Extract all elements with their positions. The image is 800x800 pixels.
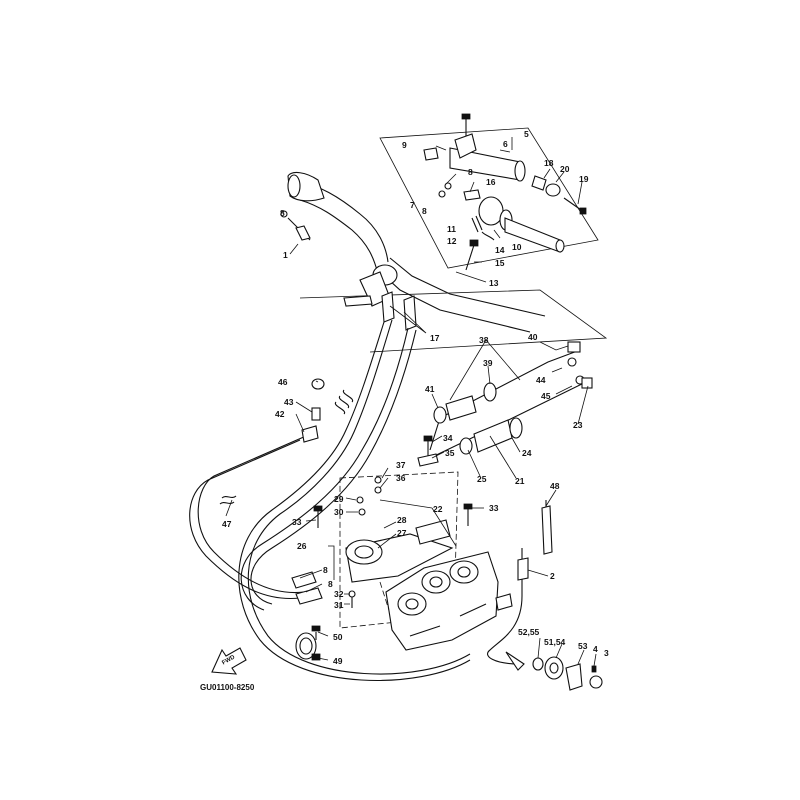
callout-49: 49 [333, 656, 343, 666]
callout-27: 27 [397, 528, 407, 538]
callout-36: 36 [396, 473, 406, 483]
handlebar-upper-assembly [379, 113, 599, 271]
carburetor-bracket-area [313, 435, 473, 629]
callout-10: 10 [512, 242, 522, 252]
callout-13: 13 [489, 278, 499, 288]
callout-31: 31 [334, 600, 344, 610]
handlebar [287, 171, 608, 353]
callout-12: 12 [447, 236, 457, 246]
callout-45: 45 [541, 391, 551, 401]
callout-19: 19 [579, 174, 589, 184]
callout-16: 16 [486, 177, 496, 187]
diagram-code: GU01100-8250 [200, 683, 255, 692]
callout-18: 18 [544, 158, 554, 168]
clamp [295, 625, 321, 661]
callout-20: 20 [560, 164, 570, 174]
callout-37: 37 [396, 460, 406, 470]
callout-28: 28 [397, 515, 407, 525]
callout-9: 9 [402, 140, 407, 150]
callout-15: 15 [495, 258, 505, 268]
callout-8b: 8 [422, 206, 427, 216]
callout-42: 42 [275, 409, 285, 419]
callout-25: 25 [477, 474, 487, 484]
callout-38: 38 [479, 335, 489, 345]
callout-40: 40 [528, 332, 538, 342]
callout-22: 22 [433, 504, 443, 514]
callout-3: 3 [604, 648, 609, 658]
callout-11: 11 [447, 224, 456, 234]
callout-44: 44 [536, 375, 546, 385]
oil-cable-parts [487, 500, 603, 691]
callout-43: 43 [284, 397, 294, 407]
linkage-cables [425, 341, 593, 461]
callout-2: 2 [550, 571, 555, 581]
callout-24: 24 [522, 448, 532, 458]
callout-30: 30 [334, 507, 344, 517]
callout-50: 50 [333, 632, 343, 642]
throttle-and-choke-cables [189, 210, 471, 682]
callout-8c: 8 [323, 565, 328, 575]
callout-32: 32 [334, 589, 344, 599]
carburetor [385, 551, 499, 651]
callout-23: 23 [573, 420, 583, 430]
callout-35: 35 [445, 448, 455, 458]
callout-47: 47 [222, 519, 232, 529]
callout-labels: 1 2 3 4 5 6 7 8 8 8 8 8 9 10 11 12 13 14… [222, 129, 609, 666]
callout-33b: 33 [489, 503, 499, 513]
callout-26: 26 [297, 541, 307, 551]
callout-8a: 8 [468, 167, 473, 177]
callout-8-top: 8 [280, 208, 285, 218]
callout-53: 53 [578, 641, 588, 651]
callout-48: 48 [550, 481, 560, 491]
callout-41: 41 [425, 384, 435, 394]
callout-6: 6 [503, 139, 508, 149]
callout-17: 17 [430, 333, 440, 343]
callout-33a: 33 [292, 517, 302, 527]
fwd-arrow-icon: FWD [211, 647, 247, 675]
callout-5: 5 [524, 129, 529, 139]
callout-21: 21 [515, 476, 525, 486]
callout-34: 34 [443, 433, 453, 443]
callout-1: 1 [283, 250, 288, 260]
callout-7: 7 [410, 200, 415, 210]
callout-14: 14 [495, 245, 505, 255]
callout-29: 29 [334, 494, 344, 504]
callout-52-55: 52,55 [518, 627, 540, 637]
callout-46: 46 [278, 377, 288, 387]
callout-8d: 8 [328, 579, 333, 589]
leader-lines [225, 137, 597, 667]
callout-39: 39 [483, 358, 493, 368]
callout-4: 4 [593, 644, 598, 654]
callout-51-54: 51,54 [544, 637, 566, 647]
